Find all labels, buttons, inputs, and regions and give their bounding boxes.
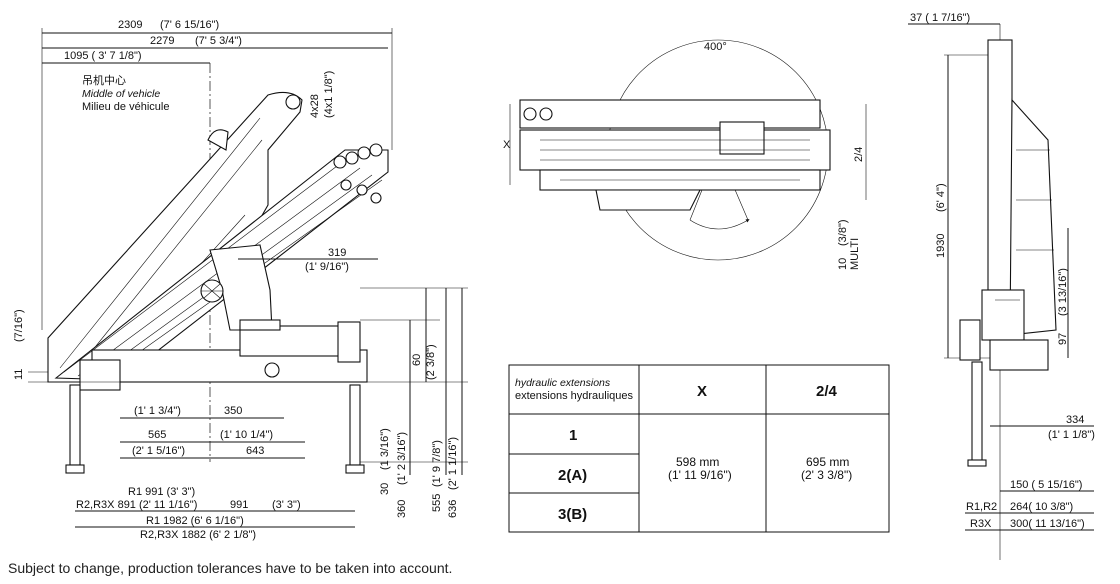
table-x-value-imperial: (1' 11 9/16"): [668, 468, 732, 482]
top-view: 400° X 2/4 10 (3/8") MULTI: [503, 39, 867, 270]
table-col-24: 2/4: [816, 383, 838, 400]
dim-30: 30: [379, 483, 391, 495]
dim-150: 150 ( 5 15/16"): [1010, 479, 1082, 491]
stabilizer-legs: [65, 384, 365, 474]
dim-11: 11: [13, 369, 25, 380]
multi-imperial: (3/8"): [837, 219, 849, 246]
dim-r1-1982: R1 1982 (6' 6 1/16"): [146, 515, 244, 527]
end-boom: [987, 39, 1013, 291]
table-x-value: 598 mm: [676, 455, 719, 469]
multi-value: 10: [837, 258, 849, 270]
dim-360: 360: [396, 500, 408, 518]
dim-555: 555: [431, 494, 443, 512]
dim-11-imperial: (7/16"): [13, 309, 25, 342]
end-stabilizer: [971, 361, 983, 463]
dim-360-imperial: (1' 2 3/16"): [396, 432, 408, 485]
dim-37: 37 ( 1 7/16"): [910, 12, 970, 24]
dim-60-imperial: (2 3/8"): [425, 344, 437, 380]
dim-565: 565: [148, 429, 166, 441]
dim-319-imperial: (1' 9/16"): [305, 261, 349, 273]
dim-565-imperial: (1' 10 1/4"): [220, 429, 273, 441]
dim-1095: 1095 ( 3' 7 1/8"): [64, 50, 142, 62]
dim-97: 97: [1057, 333, 1069, 345]
end-view: 37 ( 1 7/16") 1930 (6' 4") 97 (3 13/16")…: [908, 12, 1095, 560]
dim-60: 60: [411, 354, 423, 366]
dim-2309: 2309: [118, 19, 142, 31]
end-extensions: [1009, 98, 1057, 336]
dim-4x28: 4x28: [309, 94, 321, 118]
dim-2309-imperial: (7' 6 15/16"): [160, 19, 219, 31]
table-row-2a: 2(A): [558, 467, 587, 484]
dim-r1-991: R1 991 (3' 3"): [128, 486, 195, 498]
dim-350-imperial: (1' 1 3/4"): [134, 405, 181, 417]
dim-555-imperial: (1' 9 7/8"): [431, 440, 443, 487]
slew-angle: 400°: [704, 41, 727, 53]
table-24-value: 695 mm: [806, 455, 849, 469]
hose-rollers: [333, 143, 383, 204]
top-x-label: X: [503, 139, 511, 151]
dim-2279-imperial: (7' 5 3/4"): [195, 35, 242, 47]
middle-label-en: Middle of vehicle: [82, 88, 160, 100]
dim-300: 300( 11 13/16"): [1010, 518, 1085, 530]
top-24-label: 2/4: [853, 147, 865, 162]
dim-30-imperial: (1 3/16"): [379, 428, 391, 470]
table-row-1: 1: [569, 427, 577, 444]
dim-334: 334: [1066, 414, 1084, 426]
dim-1930-imperial: (6' 4"): [935, 183, 947, 212]
label-r3x: R3X: [970, 518, 992, 530]
footer-disclaimer: Subject to change, production tolerances…: [8, 560, 453, 576]
dim-r2-891: R2,R3X 891 (2' 11 1/16"): [76, 499, 197, 511]
control-block: [239, 325, 341, 357]
boom-tip-pin: [285, 94, 301, 110]
table-col-x: X: [697, 383, 707, 400]
label-r1r2: R1,R2: [966, 501, 997, 513]
dim-643-imperial: (2' 1 5/16"): [132, 445, 185, 457]
table-row-3b: 3(B): [558, 506, 587, 523]
dim-264: 264( 10 3/8"): [1010, 501, 1073, 513]
extensions-table: hydraulic extensions extensions hydrauli…: [508, 364, 890, 533]
dim-636-imperial: (2' 1 1/16"): [447, 437, 459, 490]
side-view: 2309 (7' 6 15/16") 2279 (7' 5 3/4") 1095…: [13, 19, 468, 541]
middle-label-cn: 吊机中心: [82, 73, 126, 87]
multi-label: MULTI: [849, 238, 861, 270]
middle-label-fr: Milieu de véhicule: [82, 101, 169, 113]
dim-991: 991: [230, 499, 248, 511]
top-boom: [519, 99, 821, 129]
table-header-en: hydraulic extensions: [515, 377, 611, 389]
dim-319: 319: [328, 247, 346, 259]
dim-4x28-imperial: (4x1 1/8"): [323, 71, 335, 118]
dim-2279: 2279: [150, 35, 174, 47]
dim-636: 636: [447, 500, 459, 518]
dim-991-imperial: (3' 3"): [272, 499, 301, 511]
table-24-value-imperial: (2' 3 3/8"): [801, 468, 852, 482]
table-header-fr: extensions hydrauliques: [515, 390, 634, 402]
dim-r2-1882: R2,R3X 1882 (6' 2 1/8"): [140, 529, 256, 541]
dim-97-imperial: (3 13/16"): [1057, 268, 1069, 316]
dim-350: 350: [224, 405, 242, 417]
dim-334-imperial: (1' 1 1/8"): [1048, 429, 1095, 441]
dim-1930: 1930: [935, 234, 947, 258]
dim-643: 643: [246, 445, 264, 457]
